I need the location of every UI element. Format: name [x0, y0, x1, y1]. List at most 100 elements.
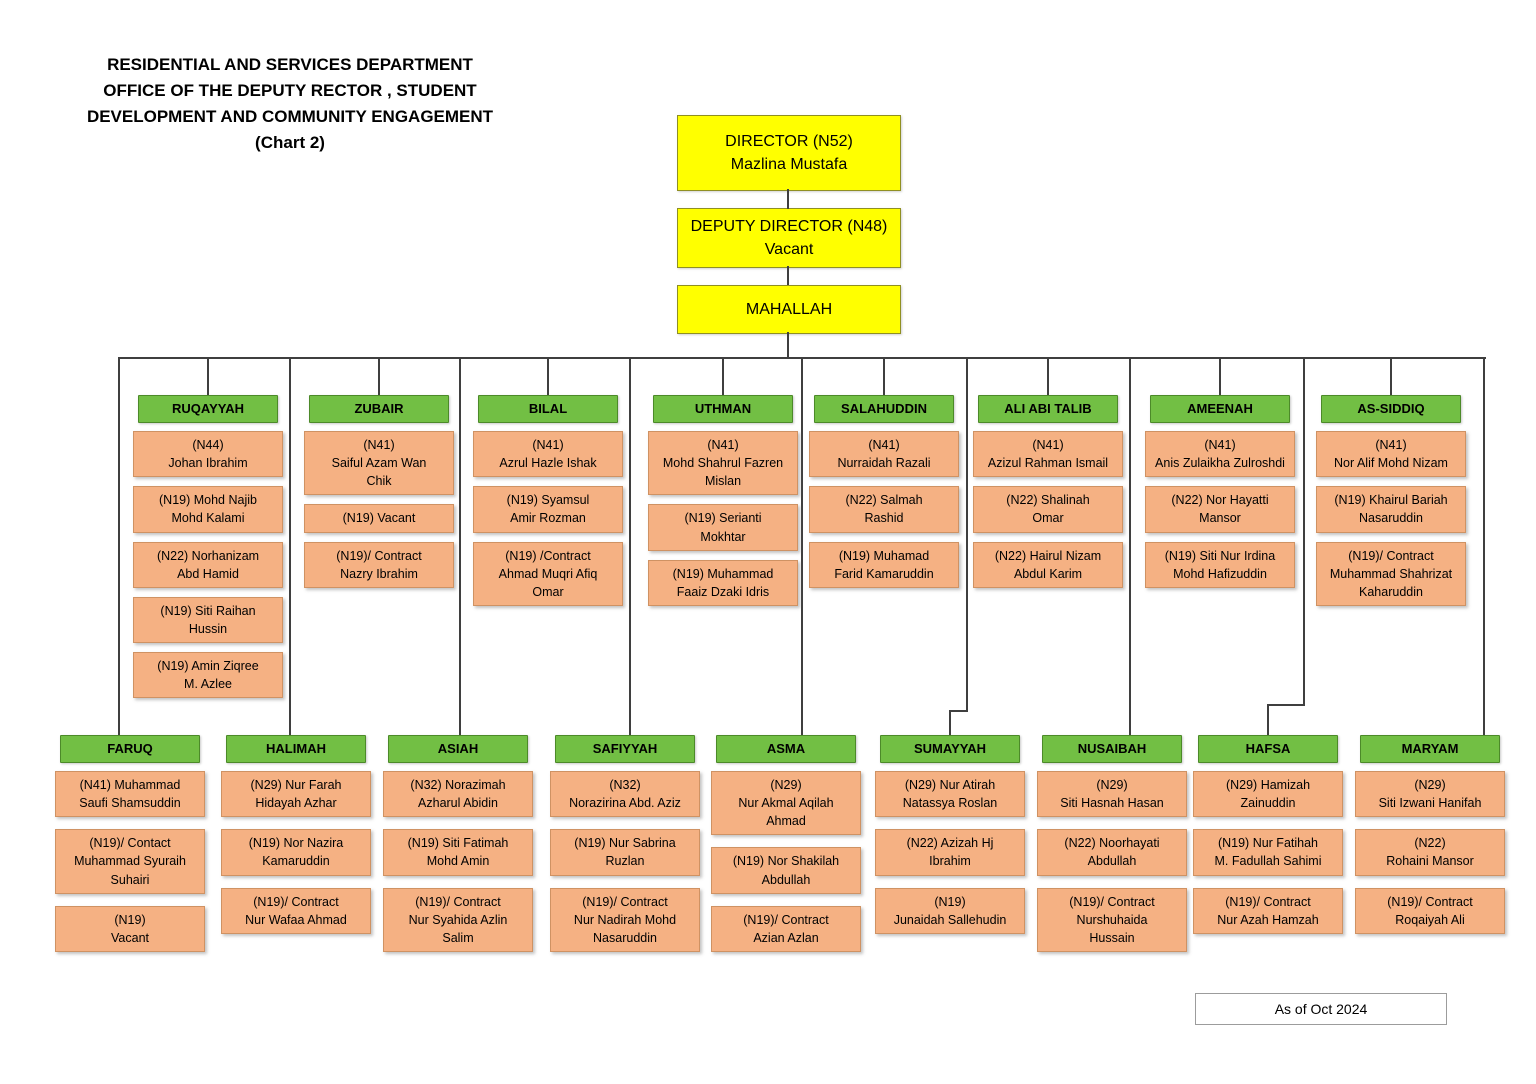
- staff-box: (N19)/ Contract Muhammad Shahrizat Kahar…: [1316, 541, 1466, 606]
- staff-box: (N19) Khairul Bariah Nasaruddin: [1316, 486, 1466, 533]
- mahallah-header-maryam: MARYAM: [1360, 735, 1500, 763]
- staff-box: (N19)/ Contract Nazry Ibrahim: [304, 541, 454, 588]
- staff-box: (N41) Nor Alif Mohd Nizam: [1316, 431, 1466, 478]
- mahallah-column-faruq: FARUQ (N41) Muhammad Saufi Shamsuddin (N19…: [55, 735, 205, 964]
- mahallah-column-asma: ASMA(N29) Nur Akmal Aqilah Ahmad(N19) No…: [711, 735, 861, 964]
- connector-line: [883, 359, 885, 396]
- deputy-director-title: DEPUTY DIRECTOR (N48): [690, 218, 888, 235]
- connector-line: [1047, 359, 1049, 396]
- staff-box: (N19) Nor Nazira Kamaruddin: [221, 829, 371, 876]
- mahallah-column-halimah: HALIMAH(N29) Nur Farah Hidayah Azhar(N19…: [221, 735, 371, 946]
- staff-box: (N22) Salmah Rashid: [809, 486, 959, 533]
- staff-box: (N19) Nur Fatihah M. Fadullah Sahimi: [1193, 829, 1343, 876]
- mahallah-column-ameenah: AMEENAH(N41) Anis Zulaikha Zulroshdi(N22…: [1145, 395, 1295, 597]
- mahallah-header-uthman: UTHMAN: [653, 395, 793, 423]
- staff-box: (N19) Nor Shakilah Abdullah: [711, 847, 861, 894]
- connector-line: [378, 359, 380, 396]
- staff-box: (N29) Hamizah Zainuddin: [1193, 771, 1343, 818]
- staff-box: (N19)/ Contract Nur Syahida Azlin Salim: [383, 887, 533, 952]
- staff-box: (N41) Azrul Hazle Ishak: [473, 431, 623, 478]
- mahallah-header-faruq: FARUQ: [60, 735, 200, 763]
- mahallah-header-sumayyah: SUMAYYAH: [880, 735, 1020, 763]
- mahallah-column-maryam: MARYAM (N29) Siti Izwani Hanifah (N22) Roh…: [1355, 735, 1505, 946]
- deputy-director-name: Vacant: [764, 241, 814, 258]
- connector-line: [459, 359, 461, 736]
- connector-line: [787, 266, 789, 285]
- connector-line: [966, 359, 968, 712]
- connector-line: [787, 332, 789, 359]
- staff-box: (N19) Mohd Najib Mohd Kalami: [133, 486, 283, 533]
- staff-box: (N19) Syamsul Amir Rozman: [473, 486, 623, 533]
- mahallah-header-as-siddiq: AS-SIDDIQ: [1321, 395, 1461, 423]
- staff-box: (N32) Norazimah Azharul Abidin: [383, 771, 533, 818]
- connector-line: [949, 710, 968, 712]
- mahallah-header-zubair: ZUBAIR: [309, 395, 449, 423]
- as-of-date-box: As of Oct 2024: [1195, 993, 1447, 1025]
- connector-line: [547, 359, 549, 396]
- mahallah-column-salahuddin: SALAHUDDIN (N41) Nurraidah Razali (N22) Sa…: [809, 395, 959, 597]
- staff-box: (N41) Anis Zulaikha Zulroshdi: [1145, 431, 1295, 478]
- mahallah-column-bilal: BILAL (N41) Azrul Hazle Ishak (N19) Syamsu…: [473, 395, 623, 615]
- staff-box: (N19) Amin Ziqree M. Azlee: [133, 652, 283, 699]
- mahallah-header-halimah: HALIMAH: [226, 735, 366, 763]
- mahallah-column-safiyyah: SAFIYYAH(N32) Norazirina Abd. Aziz(N19) …: [550, 735, 700, 964]
- connector-line: [1303, 359, 1305, 706]
- staff-box: (N19)/ Contract Roqaiyah Ali: [1355, 887, 1505, 934]
- connector-line: [722, 359, 724, 396]
- staff-box: (N19) Muhammad Faaiz Dzaki Idris: [648, 559, 798, 606]
- director-node: DIRECTOR (N52) Mazlina Mustafa: [677, 115, 901, 191]
- chart-title-line: OFFICE OF THE DEPUTY RECTOR , STUDENT: [103, 81, 477, 100]
- staff-box: (N29) Siti Izwani Hanifah: [1355, 771, 1505, 818]
- staff-box: (N19)/ Contract Nur Wafaa Ahmad: [221, 887, 371, 934]
- staff-box: (N19)/ Contact Muhammad Syuraih Suhairi: [55, 829, 205, 894]
- mahallah-header-nusaibah: NUSAIBAH: [1042, 735, 1182, 763]
- staff-box: (N19) Siti Fatimah Mohd Amin: [383, 829, 533, 876]
- connector-line: [1267, 704, 1269, 736]
- staff-box: (N22) Hairul Nizam Abdul Karim: [973, 541, 1123, 588]
- staff-box: (N19) Vacant: [304, 504, 454, 533]
- staff-box: (N19) Junaidah Sallehudin: [875, 887, 1025, 934]
- connector-line: [1129, 359, 1131, 736]
- staff-box: (N19) Serianti Mokhtar: [648, 504, 798, 551]
- staff-box: (N19) Muhamad Farid Kamaruddin: [809, 541, 959, 588]
- mahallah-column-nusaibah: NUSAIBAH(N29) Siti Hasnah Hasan(N22) Noo…: [1037, 735, 1187, 964]
- staff-box: (N19) Siti Raihan Hussin: [133, 596, 283, 643]
- mahallah-header-bilal: BILAL: [478, 395, 618, 423]
- staff-box: (N44) Johan Ibrahim: [133, 431, 283, 478]
- staff-box: (N19)/ Contract Nur Azah Hamzah: [1193, 887, 1343, 934]
- staff-box: (N19)/ Contract Nur Nadirah Mohd Nasarud…: [550, 887, 700, 952]
- staff-box: (N19) Siti Nur Irdina Mohd Hafizuddin: [1145, 541, 1295, 588]
- staff-box: (N41) Mohd Shahrul Fazren Mislan: [648, 431, 798, 496]
- mahallah-column-zubair: ZUBAIR (N41) Saiful Azam Wan Chik (N19) Va…: [304, 395, 454, 597]
- mahallah-unit-label: MAHALLAH: [745, 301, 833, 318]
- mahallah-header-salahuddin: SALAHUDDIN: [814, 395, 954, 423]
- staff-box: (N22) Rohaini Mansor: [1355, 829, 1505, 876]
- mahallah-unit-node: MAHALLAH: [677, 285, 901, 334]
- mahallah-header-ruqayyah: RUQAYYAH: [138, 395, 278, 423]
- connector-line: [629, 359, 631, 736]
- mahallah-column-ali-abi-talib: ALI ABI TALIB(N41) Azizul Rahman Ismail(…: [973, 395, 1123, 597]
- as-of-date-label: As of Oct 2024: [1274, 1001, 1368, 1017]
- mahallah-column-hafsa: HAFSA(N29) Hamizah Zainuddin(N19) Nur Fa…: [1193, 735, 1343, 946]
- staff-box: (N22) Azizah Hj Ibrahim: [875, 829, 1025, 876]
- chart-title-line: RESIDENTIAL AND SERVICES DEPARTMENT: [107, 55, 473, 74]
- staff-box: (N19)/ Contract Nurshuhaida Hussain: [1037, 887, 1187, 952]
- staff-box: (N22) Noorhayati Abdullah: [1037, 829, 1187, 876]
- staff-box: (N19) Nur Sabrina Ruzlan: [550, 829, 700, 876]
- director-name: Mazlina Mustafa: [730, 156, 848, 173]
- deputy-director-node: DEPUTY DIRECTOR (N48) Vacant: [677, 208, 901, 268]
- staff-box: (N41) Azizul Rahman Ismail: [973, 431, 1123, 478]
- staff-box: (N41) Muhammad Saufi Shamsuddin: [55, 771, 205, 818]
- mahallah-column-sumayyah: SUMAYYAH(N29) Nur Atirah Natassya Roslan…: [875, 735, 1025, 946]
- chart-title: RESIDENTIAL AND SERVICES DEPARTMENT OFFI…: [55, 52, 525, 156]
- staff-box: (N41) Nurraidah Razali: [809, 431, 959, 478]
- connector-line: [1219, 359, 1221, 396]
- connector-line: [289, 359, 291, 736]
- staff-box: (N29) Nur Akmal Aqilah Ahmad: [711, 771, 861, 836]
- staff-box: (N19) Vacant: [55, 905, 205, 952]
- staff-box: (N41) Saiful Azam Wan Chik: [304, 431, 454, 496]
- mahallah-header-safiyyah: SAFIYYAH: [555, 735, 695, 763]
- connector-line: [949, 710, 951, 736]
- connector-line: [207, 359, 209, 396]
